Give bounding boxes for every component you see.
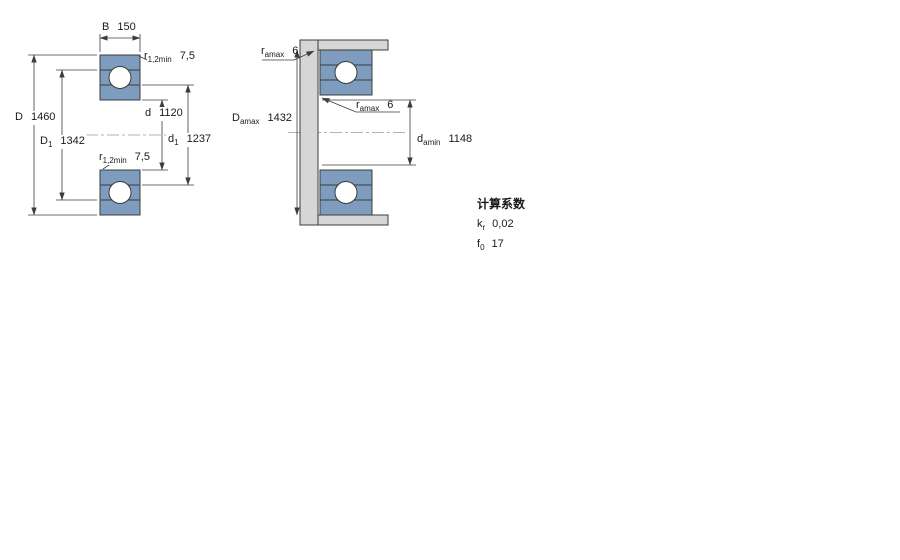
bearing-section-view bbox=[28, 34, 200, 216]
ball-bottom bbox=[334, 181, 358, 204]
calc-factors-heading: 计算系数 bbox=[477, 197, 526, 211]
shoulder-wall bbox=[299, 39, 319, 226]
housing-bottom bbox=[317, 214, 389, 226]
housing-top bbox=[317, 39, 389, 51]
abutment-view bbox=[262, 39, 416, 226]
bearing-ring-top bbox=[319, 49, 373, 96]
leader-fillet-top bbox=[262, 50, 315, 61]
ball-bottom bbox=[108, 181, 132, 204]
leader-chamfer-top bbox=[138, 55, 148, 61]
ball-top bbox=[108, 66, 132, 89]
ball-top bbox=[334, 61, 358, 84]
leader-fillet-inner bbox=[321, 97, 400, 113]
